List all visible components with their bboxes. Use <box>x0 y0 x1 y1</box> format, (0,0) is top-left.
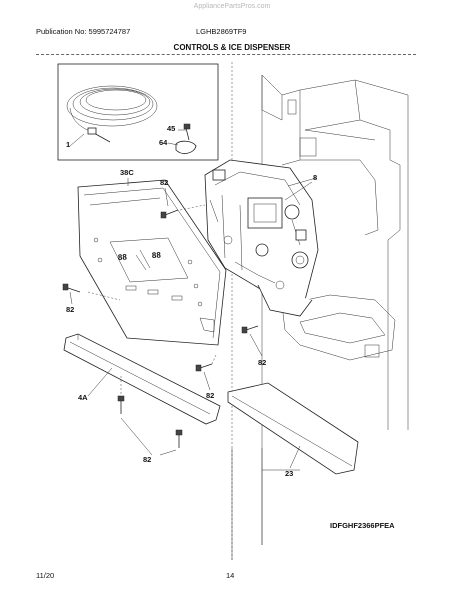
drip-tray <box>227 382 359 475</box>
page-number: 14 <box>226 571 235 580</box>
svg-text:88: 88 <box>118 253 128 262</box>
dispenser-mechanism <box>204 159 319 317</box>
callout-labels: 1 45 64 38C 82 8 82 82 82 4A 82 23 <box>66 124 317 478</box>
callout-38c: 38C <box>120 168 134 177</box>
svg-text:88: 88 <box>152 251 162 260</box>
callout-64: 64 <box>159 138 168 147</box>
trim-piece <box>63 333 221 425</box>
header-divider <box>36 54 416 55</box>
inset-water-tube <box>57 63 219 161</box>
footer-date: 11/20 <box>36 571 55 580</box>
page-title: CONTROLS & ICE DISPENSER <box>173 43 291 52</box>
callout-45: 45 <box>167 124 175 133</box>
callout-82-left: 82 <box>66 305 74 314</box>
door-outline <box>231 62 409 560</box>
callout-82-top: 82 <box>160 178 168 187</box>
control-panel: 88 88 <box>77 179 227 346</box>
model-number: LGHB2869TF9 <box>196 27 247 36</box>
callout-82-bottom: 82 <box>143 455 151 464</box>
screws <box>62 204 259 448</box>
publication-number: Publication No: 5995724787 <box>36 27 131 36</box>
callout-1: 1 <box>66 140 70 149</box>
callout-23: 23 <box>285 469 293 478</box>
diagram-code: IDFGHF2366PFEA <box>330 521 395 530</box>
watermark: AppliancePartsPros.com <box>193 3 271 10</box>
callout-82-mid: 82 <box>258 358 266 367</box>
callout-82-right: 82 <box>206 391 214 400</box>
leader-lines <box>69 178 313 469</box>
callout-8: 8 <box>313 173 317 182</box>
callout-4a: 4A <box>78 393 88 402</box>
